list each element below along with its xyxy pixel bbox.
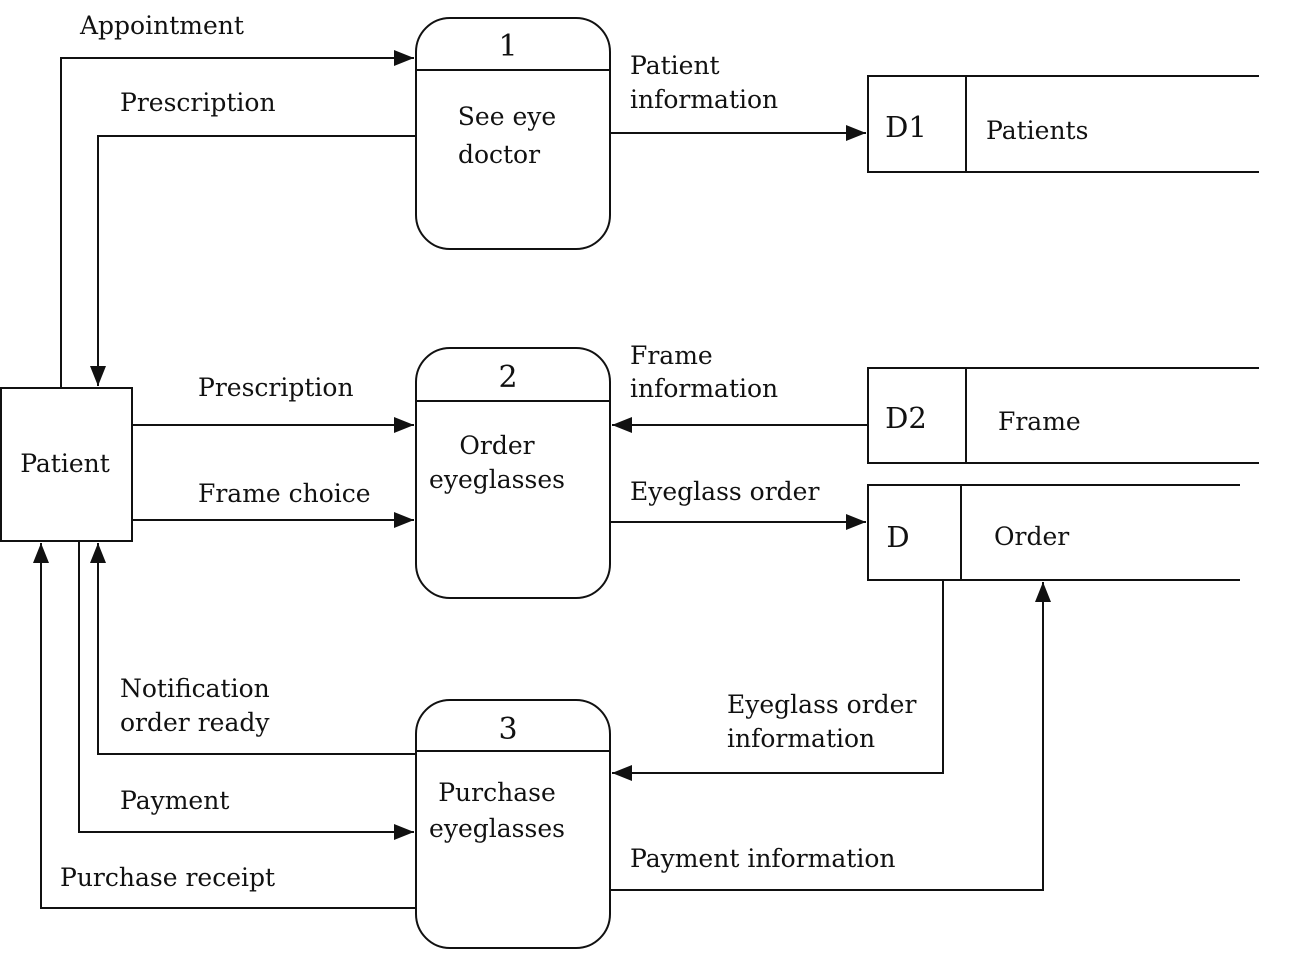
flow-appointment-label: Appointment xyxy=(79,11,244,40)
flow-notification-line2: order ready xyxy=(120,708,270,737)
store-d2-id: D2 xyxy=(885,401,927,435)
process-3-name-line2: eyeglasses xyxy=(429,814,565,843)
process-3-number: 3 xyxy=(498,712,517,747)
store-d2-name: Frame xyxy=(998,407,1081,436)
process-1-number: 1 xyxy=(498,29,517,64)
store-d-name: Order xyxy=(994,522,1069,551)
process-2-name-line1: Order xyxy=(459,431,534,460)
process-3-purchase-eyeglasses[interactable]: 3 Purchase eyeglasses xyxy=(415,699,611,949)
process-3-name-line1: Purchase xyxy=(438,778,556,807)
store-d1-name: Patients xyxy=(986,116,1088,145)
flow-frame-information[interactable]: Frame information xyxy=(612,341,868,433)
process-2-number: 2 xyxy=(498,360,517,395)
patient-entity[interactable]: Patient xyxy=(0,387,133,542)
flow-purchase-receipt-label: Purchase receipt xyxy=(60,863,275,892)
flow-frame-choice-label: Frame choice xyxy=(198,479,371,508)
flow-payment-info-label: Payment information xyxy=(630,844,895,873)
flow-patient-info-line1: Patient xyxy=(630,51,720,80)
flow-prescription-to-order[interactable]: Prescription xyxy=(132,373,414,433)
flow-frame-info-line1: Frame xyxy=(630,341,713,370)
flow-notification-order-ready[interactable]: Notification order ready xyxy=(90,543,416,755)
flow-purchase-receipt[interactable]: Purchase receipt xyxy=(33,543,416,909)
flow-patient-information[interactable]: Patient information xyxy=(610,51,866,141)
process-2-name-line2: eyeglasses xyxy=(429,465,565,494)
flow-prescription-return-label: Prescription xyxy=(120,88,276,117)
process-2-order-eyeglasses[interactable]: 2 Order eyeglasses xyxy=(415,347,611,599)
flow-payment-information[interactable]: Payment information xyxy=(610,582,1051,891)
process-1-see-eye-doctor[interactable]: 1 See eye doctor xyxy=(415,17,611,250)
data-store-d1-patients[interactable]: D1 Patients xyxy=(867,75,1259,173)
store-d-id: D xyxy=(886,520,909,554)
patient-entity-label: Patient xyxy=(20,449,110,478)
flow-payment-label: Payment xyxy=(120,786,229,815)
data-store-d2-frame[interactable]: D2 Frame xyxy=(867,367,1259,464)
process-1-name-line2: doctor xyxy=(458,140,540,169)
flow-appointment[interactable]: Appointment xyxy=(60,11,414,388)
store-d1-id: D1 xyxy=(885,110,927,144)
flow-prescription-return[interactable]: Prescription xyxy=(90,88,416,386)
flow-notification-line1: Notification xyxy=(120,674,270,703)
flow-eyeglass-order[interactable]: Eyeglass order xyxy=(610,477,866,530)
flow-eyeglass-order-info-line1: Eyeglass order xyxy=(727,690,916,719)
flow-eyeglass-order-info-line2: information xyxy=(727,724,875,753)
data-store-d-order[interactable]: D Order xyxy=(867,484,1240,581)
flow-patient-info-line2: information xyxy=(630,85,778,114)
process-1-name-line1: See eye xyxy=(458,102,556,131)
flow-eyeglass-order-information[interactable]: Eyeglass order information xyxy=(612,580,944,781)
flow-payment[interactable]: Payment xyxy=(78,541,414,840)
flow-frame-info-line2: information xyxy=(630,374,778,403)
flow-prescription-to-order-label: Prescription xyxy=(198,373,354,402)
flow-eyeglass-order-label: Eyeglass order xyxy=(630,477,819,506)
flow-frame-choice[interactable]: Frame choice xyxy=(132,479,414,528)
